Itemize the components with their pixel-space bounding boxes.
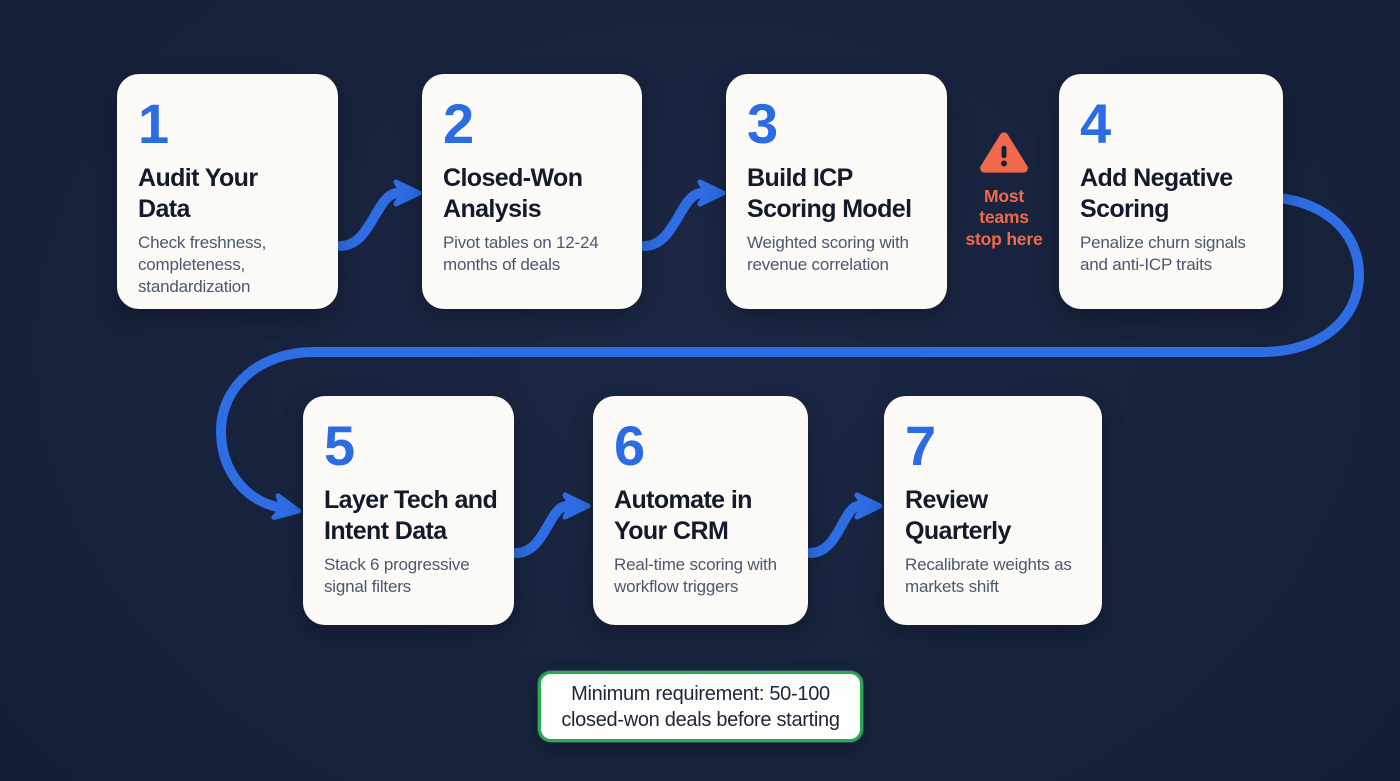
step-card-6: 6 Automate in Your CRM Real-time scoring… <box>593 396 808 625</box>
step-description: Stack 6 progressive signal filters <box>324 555 470 597</box>
step-description: Weighted scoring with revenue correlatio… <box>747 233 909 275</box>
step-number: 6 <box>614 414 645 477</box>
step-title: Build ICP Scoring Model <box>747 164 912 223</box>
step-card-7: 7 Review Quarterly Recalibrate weights a… <box>884 396 1102 625</box>
step-card-4: 4 Add Negative Scoring Penalize churn si… <box>1059 74 1283 309</box>
step-description: Recalibrate weights as markets shift <box>905 555 1072 597</box>
arrow-step4-to-step5 <box>215 192 1365 520</box>
step-description: Penalize churn signals and anti-ICP trai… <box>1080 233 1246 275</box>
step-number: 3 <box>747 92 778 155</box>
arrow-step6-to-step7 <box>805 492 883 558</box>
note-text: Minimum requirement: 50-100 closed-won d… <box>561 682 840 731</box>
step-number: 1 <box>138 92 169 155</box>
step-number: 5 <box>324 414 355 477</box>
warning-label: Most teams stop here <box>965 186 1043 249</box>
minimum-requirement-note: Minimum requirement: 50-100 closed-won d… <box>538 671 863 742</box>
step-card-3: 3 Build ICP Scoring Model Weighted scori… <box>726 74 947 309</box>
step-number: 2 <box>443 92 474 155</box>
step-title: Layer Tech and Intent Data <box>324 486 498 545</box>
step-card-1: 1 Audit Your Data Check freshness, compl… <box>117 74 338 309</box>
step-title: Add Negative Scoring <box>1080 164 1233 223</box>
step-number: 7 <box>905 414 936 477</box>
step-title: Review Quarterly <box>905 486 1011 545</box>
step-description: Pivot tables on 12-24 months of deals <box>443 233 599 275</box>
step-card-5: 5 Layer Tech and Intent Data Stack 6 pro… <box>303 396 514 625</box>
arrow-step2-to-step3 <box>639 179 726 251</box>
step-description: Check freshness, completeness, standardi… <box>138 233 267 297</box>
arrow-step1-to-step2 <box>335 179 422 251</box>
warning-annotation: Most teams stop here <box>950 130 1058 250</box>
step-description: Real-time scoring with workflow triggers <box>614 555 777 597</box>
arrow-step5-to-step6 <box>511 492 591 558</box>
warning-triangle-icon <box>979 130 1029 179</box>
step-title: Closed-Won Analysis <box>443 164 583 223</box>
step-title: Audit Your Data <box>138 164 258 223</box>
step-title: Automate in Your CRM <box>614 486 752 545</box>
step-number: 4 <box>1080 92 1111 155</box>
step-card-2: 2 Closed-Won Analysis Pivot tables on 12… <box>422 74 642 309</box>
